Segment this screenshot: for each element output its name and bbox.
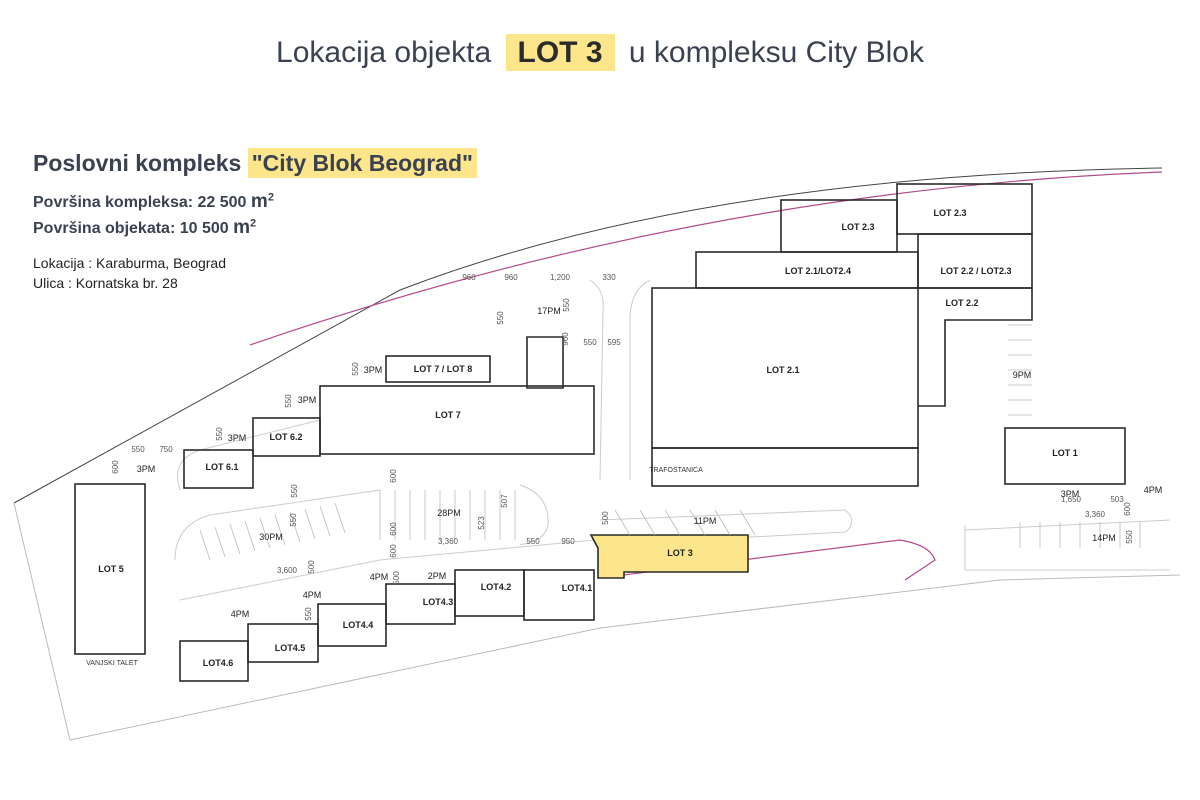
lot-label-3: LOT 2.2 / LOT2.3 <box>940 266 1011 276</box>
dimension-label-11: 550 <box>215 427 224 441</box>
dimension-label-28: 3,360 <box>1085 510 1106 519</box>
area-unit: m <box>250 191 268 212</box>
parking-label-4: 3PM <box>137 464 156 474</box>
dimension-label-2: 1,200 <box>550 273 571 282</box>
dimension-label-9: 550 <box>351 362 360 376</box>
dimension-label-19: 3,360 <box>438 537 459 546</box>
dimension-labels: 960 960 1,200 330 550 550 595 960 550 550 550 550 55… <box>111 273 1134 621</box>
parking-label-0: 17PM <box>537 306 561 316</box>
dimension-label-23: 600 <box>389 544 398 558</box>
dimension-label-24: 500 <box>601 511 610 525</box>
dimension-label-4: 550 <box>562 298 571 312</box>
title-suffix: u kompleksu City Blok <box>628 36 924 69</box>
dimension-label-8: 550 <box>496 311 505 325</box>
parking-label-5: 9PM <box>1013 370 1032 380</box>
dimension-label-1: 960 <box>504 273 518 282</box>
lot-label-1: LOT 2.3 <box>933 208 966 218</box>
lot-label-14: LOT4.2 <box>481 582 512 592</box>
parking-label-15: 4PM <box>1144 485 1163 495</box>
complex-label: Poslovni kompleks <box>33 150 242 176</box>
other-labels: TRAFOSTANICA VANJSKI TALET <box>86 467 703 667</box>
area-complex: Površina kompleksa: 22 500 m2 <box>33 191 477 213</box>
dimension-label-17: 550 <box>289 513 298 527</box>
parking-label-14: 3PM <box>1061 489 1080 499</box>
dimension-label-20: 550 <box>526 537 540 546</box>
parking-label-6: 28PM <box>437 508 461 518</box>
lot-label-12: LOT 3 <box>667 548 693 558</box>
other-label-1: VANJSKI TALET <box>86 660 138 667</box>
parking-label-7: 30PM <box>259 532 283 542</box>
dimension-label-22: 3,600 <box>277 566 298 575</box>
lot-label-4: LOT 2.2 <box>945 298 978 308</box>
dimension-label-25: 500 <box>392 571 401 585</box>
parking-label-3: 3PM <box>228 433 247 443</box>
site-linework <box>13 167 1181 741</box>
dimension-label-33: 500 <box>307 560 316 574</box>
parking-labels: 17PM 3PM 3PM 3PM 3PM 9PM 28PM 30PM 11PM 2PM 4PM 4PM… <box>137 306 1163 619</box>
dimension-label-5: 550 <box>583 338 597 347</box>
complex-name: "City Blok Beograd" <box>247 148 477 178</box>
dimension-label-0: 960 <box>462 273 476 282</box>
lot-label-5: LOT 2.1 <box>766 365 799 375</box>
parking-label-8: 11PM <box>694 516 717 526</box>
title-prefix: Lokacija objekta <box>276 36 492 69</box>
lot-label-15: LOT4.3 <box>423 597 454 607</box>
page-title: Lokacija objekta LOT 3 u kompleksu City … <box>0 34 1200 71</box>
dimension-label-3: 330 <box>602 273 616 282</box>
street-line: Ulica : Kornatska br. 28 <box>33 275 178 291</box>
complex-info: Poslovni kompleks "City Blok Beograd" Po… <box>33 148 477 291</box>
parking-label-13: 14PM <box>1092 533 1116 543</box>
dimension-label-34: 550 <box>304 607 313 621</box>
parking-label-2: 3PM <box>298 395 317 405</box>
lot-3-highlight[interactable] <box>589 534 749 579</box>
other-label-0: TRAFOSTANICA <box>649 467 703 474</box>
dimension-label-21: 950 <box>561 537 575 546</box>
area-unit: m <box>233 217 251 238</box>
parking-label-11: 4PM <box>303 590 322 600</box>
dimension-label-13: 750 <box>159 445 173 454</box>
lot-label-9: LOT 6.1 <box>205 462 238 472</box>
area-unit-exp: 2 <box>267 191 274 204</box>
dimension-label-30: 550 <box>1125 530 1134 544</box>
lot-label-16: LOT4.4 <box>343 620 374 630</box>
dimension-label-14: 600 <box>111 460 120 474</box>
lot-label-6: LOT 7 / LOT 8 <box>414 364 473 374</box>
area-objects-value: Površina objekata: 10 500 <box>33 220 229 237</box>
parking-label-1: 3PM <box>364 365 383 375</box>
dimension-label-32: 503 <box>1110 495 1124 504</box>
lot-label-10: LOT 5 <box>98 564 124 574</box>
dimension-label-29: 600 <box>1123 502 1132 516</box>
area-unit-exp: 2 <box>250 217 257 230</box>
dimension-label-31: 1,650 <box>1061 495 1082 504</box>
lot-label-2: LOT 2.1/LOT2.4 <box>785 266 851 276</box>
lot-label-13: LOT4.1 <box>562 583 593 593</box>
buildings <box>74 183 1126 682</box>
dimension-label-15: 600 <box>389 469 398 483</box>
area-complex-value: Površina kompleksa: 22 500 <box>33 194 247 211</box>
lot-label-17: LOT4.5 <box>275 643 306 653</box>
area-objects: Površina objekata: 10 500 m2 <box>33 217 477 239</box>
lot-label-11: LOT 1 <box>1052 448 1078 458</box>
dimension-label-27: 507 <box>500 494 509 508</box>
title-highlight: LOT 3 <box>505 34 615 71</box>
dimension-label-7: 960 <box>561 332 570 346</box>
lot-label-8: LOT 6.2 <box>269 432 302 442</box>
dimension-label-10: 550 <box>284 394 293 408</box>
lot-label-7: LOT 7 <box>435 410 461 420</box>
dimension-label-6: 595 <box>607 338 621 347</box>
dimension-label-12: 550 <box>131 445 145 454</box>
dimension-label-26: 523 <box>477 516 486 530</box>
location-line: Lokacija : Karaburma, Beograd <box>33 255 226 271</box>
dimension-label-16: 550 <box>290 484 299 498</box>
lot-label-0: LOT 2.3 <box>841 222 874 232</box>
dimension-label-18: 600 <box>389 522 398 536</box>
parking-label-12: 4PM <box>231 609 250 619</box>
complex-title: Poslovni kompleks "City Blok Beograd" <box>33 148 477 178</box>
parking-stripes <box>199 324 1141 561</box>
parking-label-10: 4PM <box>370 572 389 582</box>
parking-label-9: 2PM <box>428 571 447 581</box>
lot-label-18: LOT4.6 <box>203 658 234 668</box>
